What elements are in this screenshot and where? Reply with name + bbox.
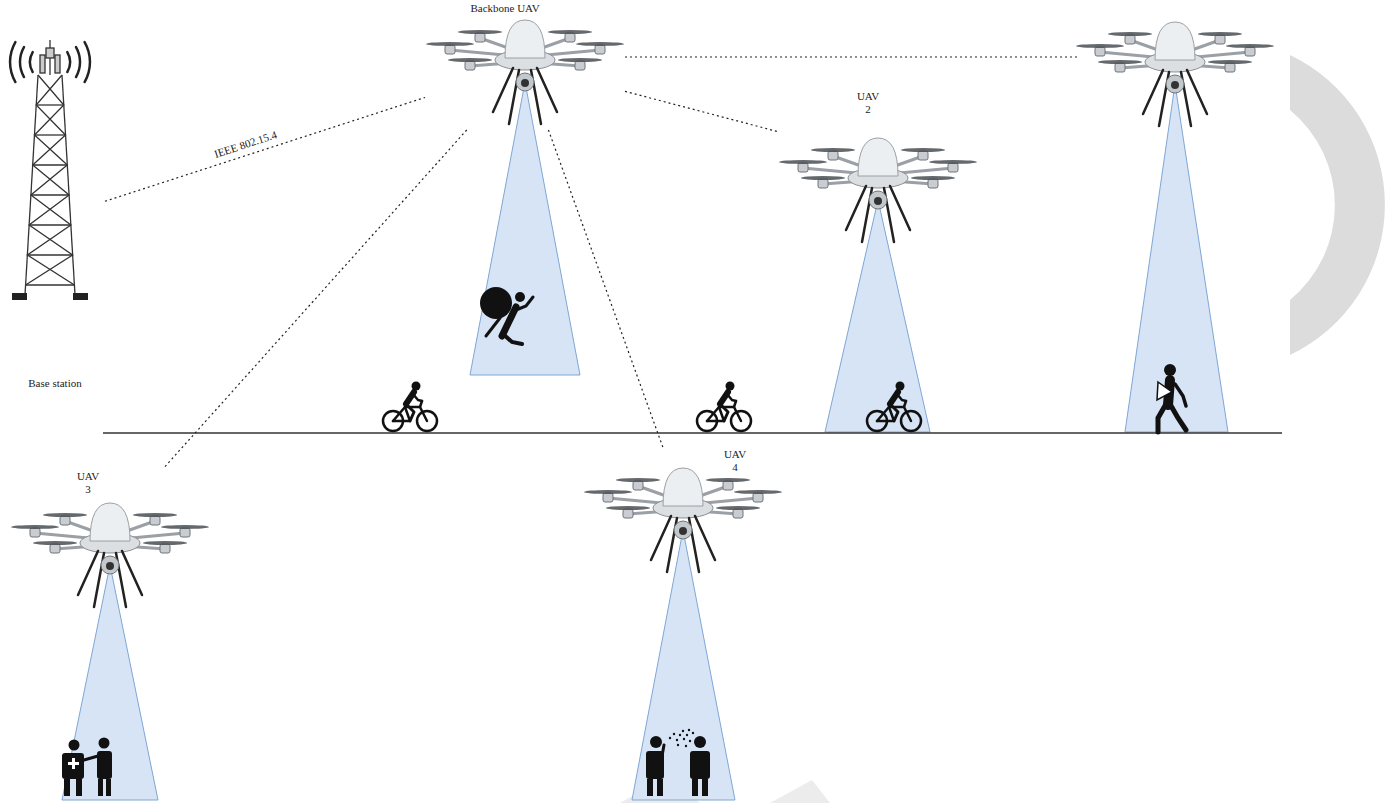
- node-label: UAV 4: [724, 448, 746, 474]
- injured-person-icon: [1157, 364, 1186, 432]
- road-line: [103, 432, 1282, 434]
- node-label: Backbone UAV: [470, 2, 539, 15]
- cyclist-icon: [697, 382, 751, 432]
- uav-drawing: [426, 20, 624, 124]
- uav-drawing: [584, 468, 782, 572]
- base-station-node: Base station: [5, 35, 105, 400]
- tower-feet: [12, 293, 88, 300]
- node-label: UAV 2: [857, 90, 879, 116]
- uav-node: UAV 3: [10, 468, 210, 588]
- cyclist-icon: [867, 382, 921, 432]
- tower-drawing: [25, 40, 75, 295]
- camera-beam: [62, 82, 1228, 800]
- dotted-connector: [625, 91, 778, 131]
- decoration: [770, 780, 830, 803]
- dotted-link: [625, 56, 1078, 57]
- dotted-connector: [164, 130, 467, 468]
- dotted-connector: [105, 97, 425, 201]
- cyclist-icon: [383, 382, 437, 432]
- uav-drawing: [1076, 22, 1274, 126]
- edge-label: IEEE 802.15.4: [211, 127, 281, 161]
- radio-waves: [10, 42, 90, 82]
- medic-icon: [62, 738, 112, 797]
- decoration: [1290, 55, 1385, 355]
- node-label: Base station: [28, 377, 81, 390]
- uav-node: Backbone UAV: [425, 0, 625, 130]
- uav-node: UAV 4: [583, 448, 783, 558]
- dotted-connector: [548, 130, 663, 448]
- airbag-icon: [480, 287, 533, 344]
- uav-drawing: [779, 138, 977, 242]
- uav-node: UAV 2: [778, 88, 978, 228]
- uav-drawing: [11, 503, 209, 607]
- sneezing-icon: [646, 729, 710, 796]
- node-label: UAV 3: [77, 470, 99, 496]
